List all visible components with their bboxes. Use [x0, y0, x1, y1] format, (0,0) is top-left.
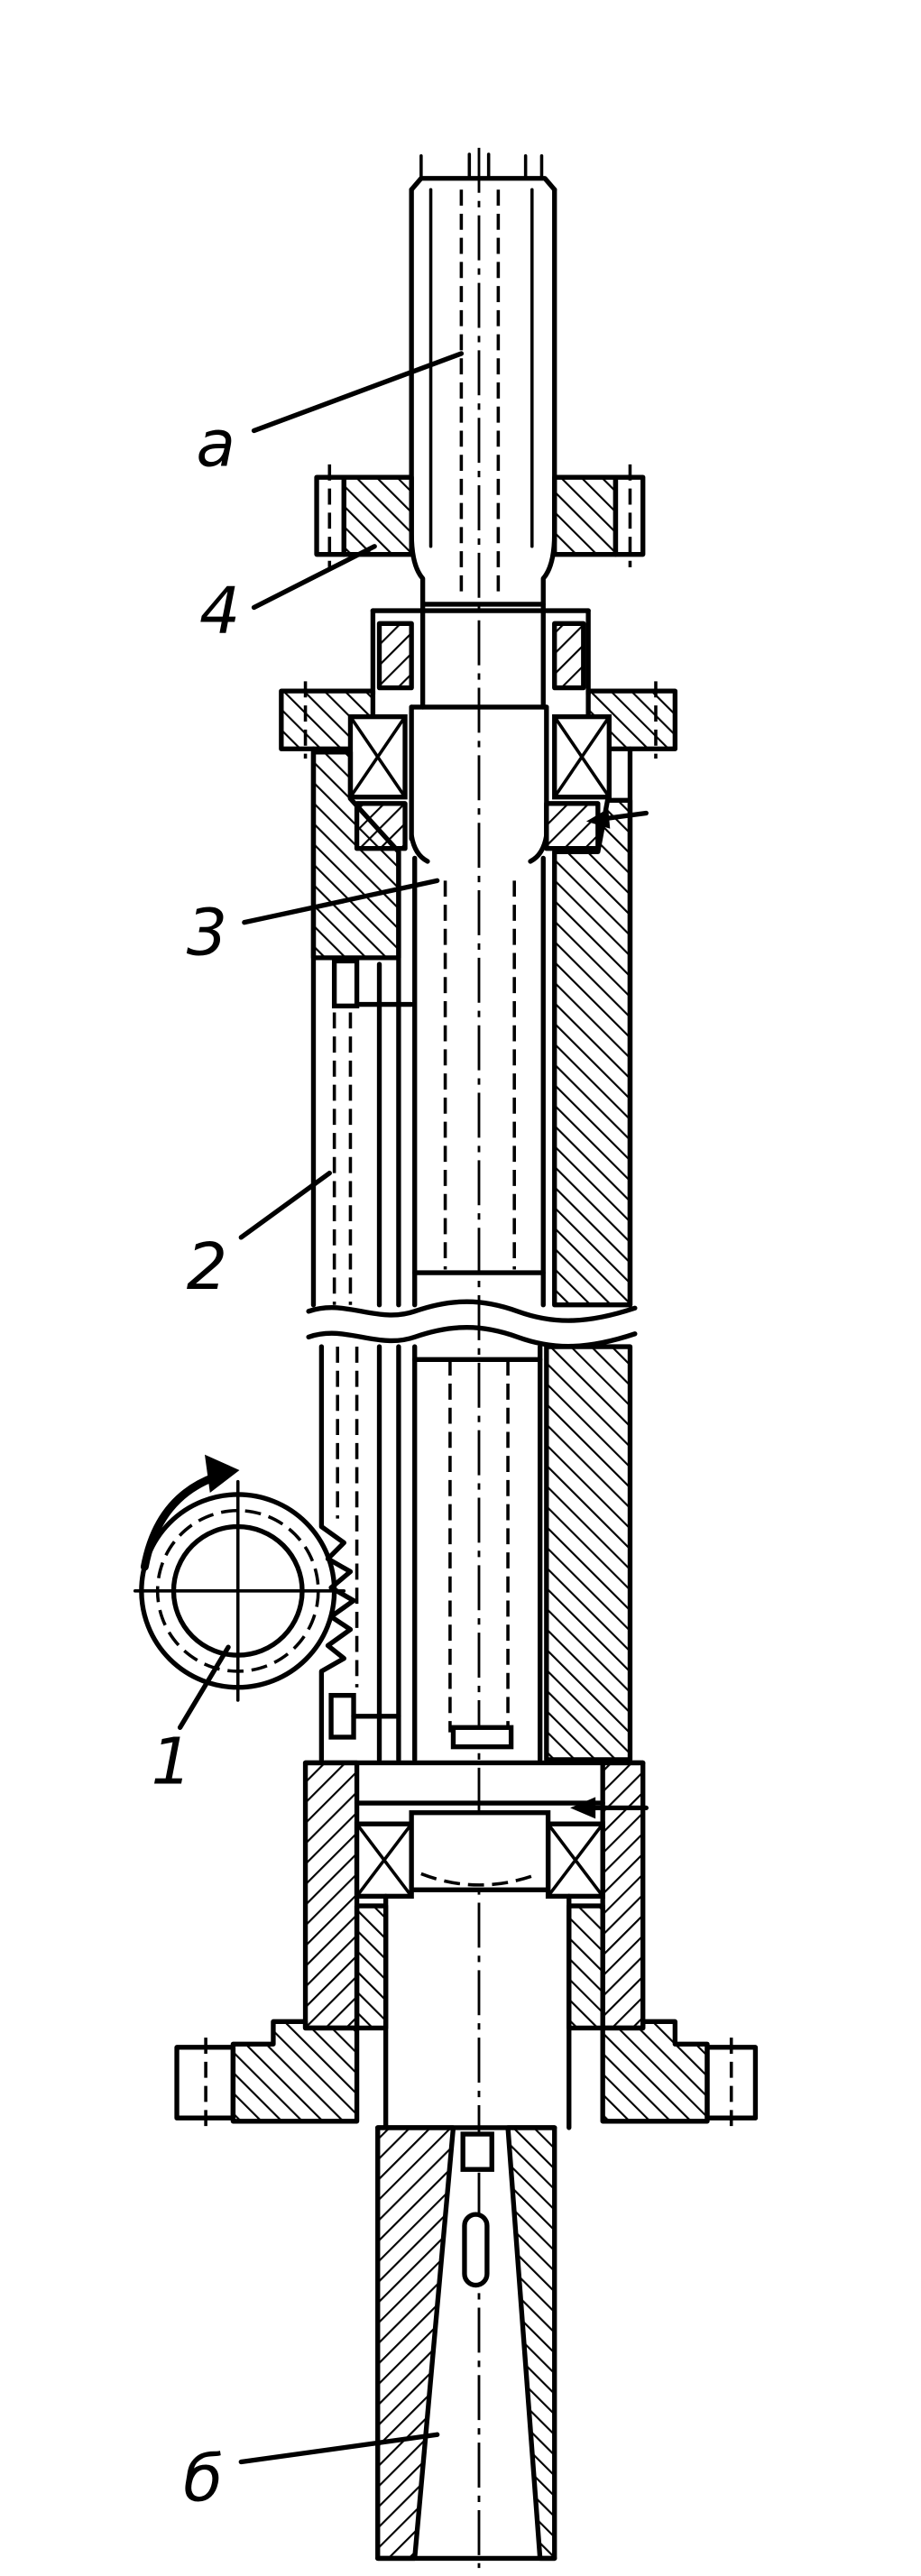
upper-bearing-cap [370, 608, 591, 697]
label-3: 3 [187, 895, 227, 970]
leader-3 [242, 878, 440, 925]
lower-flange-bolt-left [174, 2045, 236, 2121]
sleeve-right-wall-lower [544, 1344, 633, 1762]
gear-left-section [341, 474, 414, 557]
lower-flange-right [600, 2019, 710, 2124]
leader-2 [238, 1170, 332, 1240]
lower-ring-left [354, 1903, 389, 2031]
taper-right-wall [505, 2125, 557, 2562]
gear-right-section [552, 474, 619, 557]
lower-flange [174, 2019, 759, 2128]
label-b: б [183, 2441, 223, 2516]
collar-fillet [409, 833, 430, 864]
leader-1 [177, 1644, 231, 1730]
lubrication-arrowhead-lower [570, 1797, 596, 1819]
drift-slot [462, 2212, 490, 2288]
gear-4 [314, 464, 646, 567]
sleeve-lower [318, 1344, 633, 1762]
lower-housing-right-wall [600, 1760, 646, 2031]
taper-left-wall [375, 2125, 456, 2562]
bearing-cross [546, 1822, 604, 1899]
bearing-cross [348, 714, 407, 799]
label-4: 4 [199, 574, 240, 649]
cap-left-section [376, 621, 414, 691]
pinion-1 [133, 1454, 346, 1702]
label-2: 2 [187, 1229, 227, 1304]
bearing-cross [355, 1822, 413, 1899]
rotation-arrowhead [205, 1454, 240, 1494]
lower-ring-right [566, 1903, 605, 2031]
lower-flange-bolt-right [705, 2045, 759, 2121]
bearing-cross [552, 714, 612, 799]
top-shaft-end [409, 176, 557, 192]
spindle-lower [412, 1344, 543, 1762]
sleeve-upper [310, 746, 649, 1308]
upper-nut-right [544, 801, 601, 851]
cap-right-section [552, 621, 586, 691]
sleeve-right-wall [552, 797, 633, 1308]
lubrication-arrowhead-upper [585, 808, 611, 829]
taper-top-slot [460, 2131, 494, 2172]
break-lines [306, 1299, 638, 1349]
lower-housing [302, 1760, 649, 2130]
break-line [306, 1299, 638, 1323]
leader-b [238, 2432, 440, 2465]
upper-nut-left [354, 801, 408, 851]
lower-screw [328, 1692, 356, 1740]
label-1: 1 [152, 1725, 192, 1799]
label-a: a [196, 407, 235, 482]
leader-a [251, 351, 465, 434]
leader-4 [251, 544, 377, 611]
spindle-upper [412, 855, 546, 1308]
lower-housing-left-wall [302, 1760, 360, 2031]
guide-screw [331, 958, 360, 1008]
sleeve-outer-left-lower [318, 1344, 356, 1762]
break-line [306, 1325, 638, 1349]
upper-bearing [347, 704, 612, 864]
taper-spindle-end [375, 2125, 557, 2562]
labels: a 4 3 2 1 б [152, 351, 465, 2516]
spindle-groove-end [450, 1725, 514, 1750]
top-shaft [409, 152, 557, 710]
rotation-arrow [140, 1472, 220, 1571]
lower-collar-contour [420, 1872, 539, 1887]
lower-flange-left [230, 2019, 360, 2124]
